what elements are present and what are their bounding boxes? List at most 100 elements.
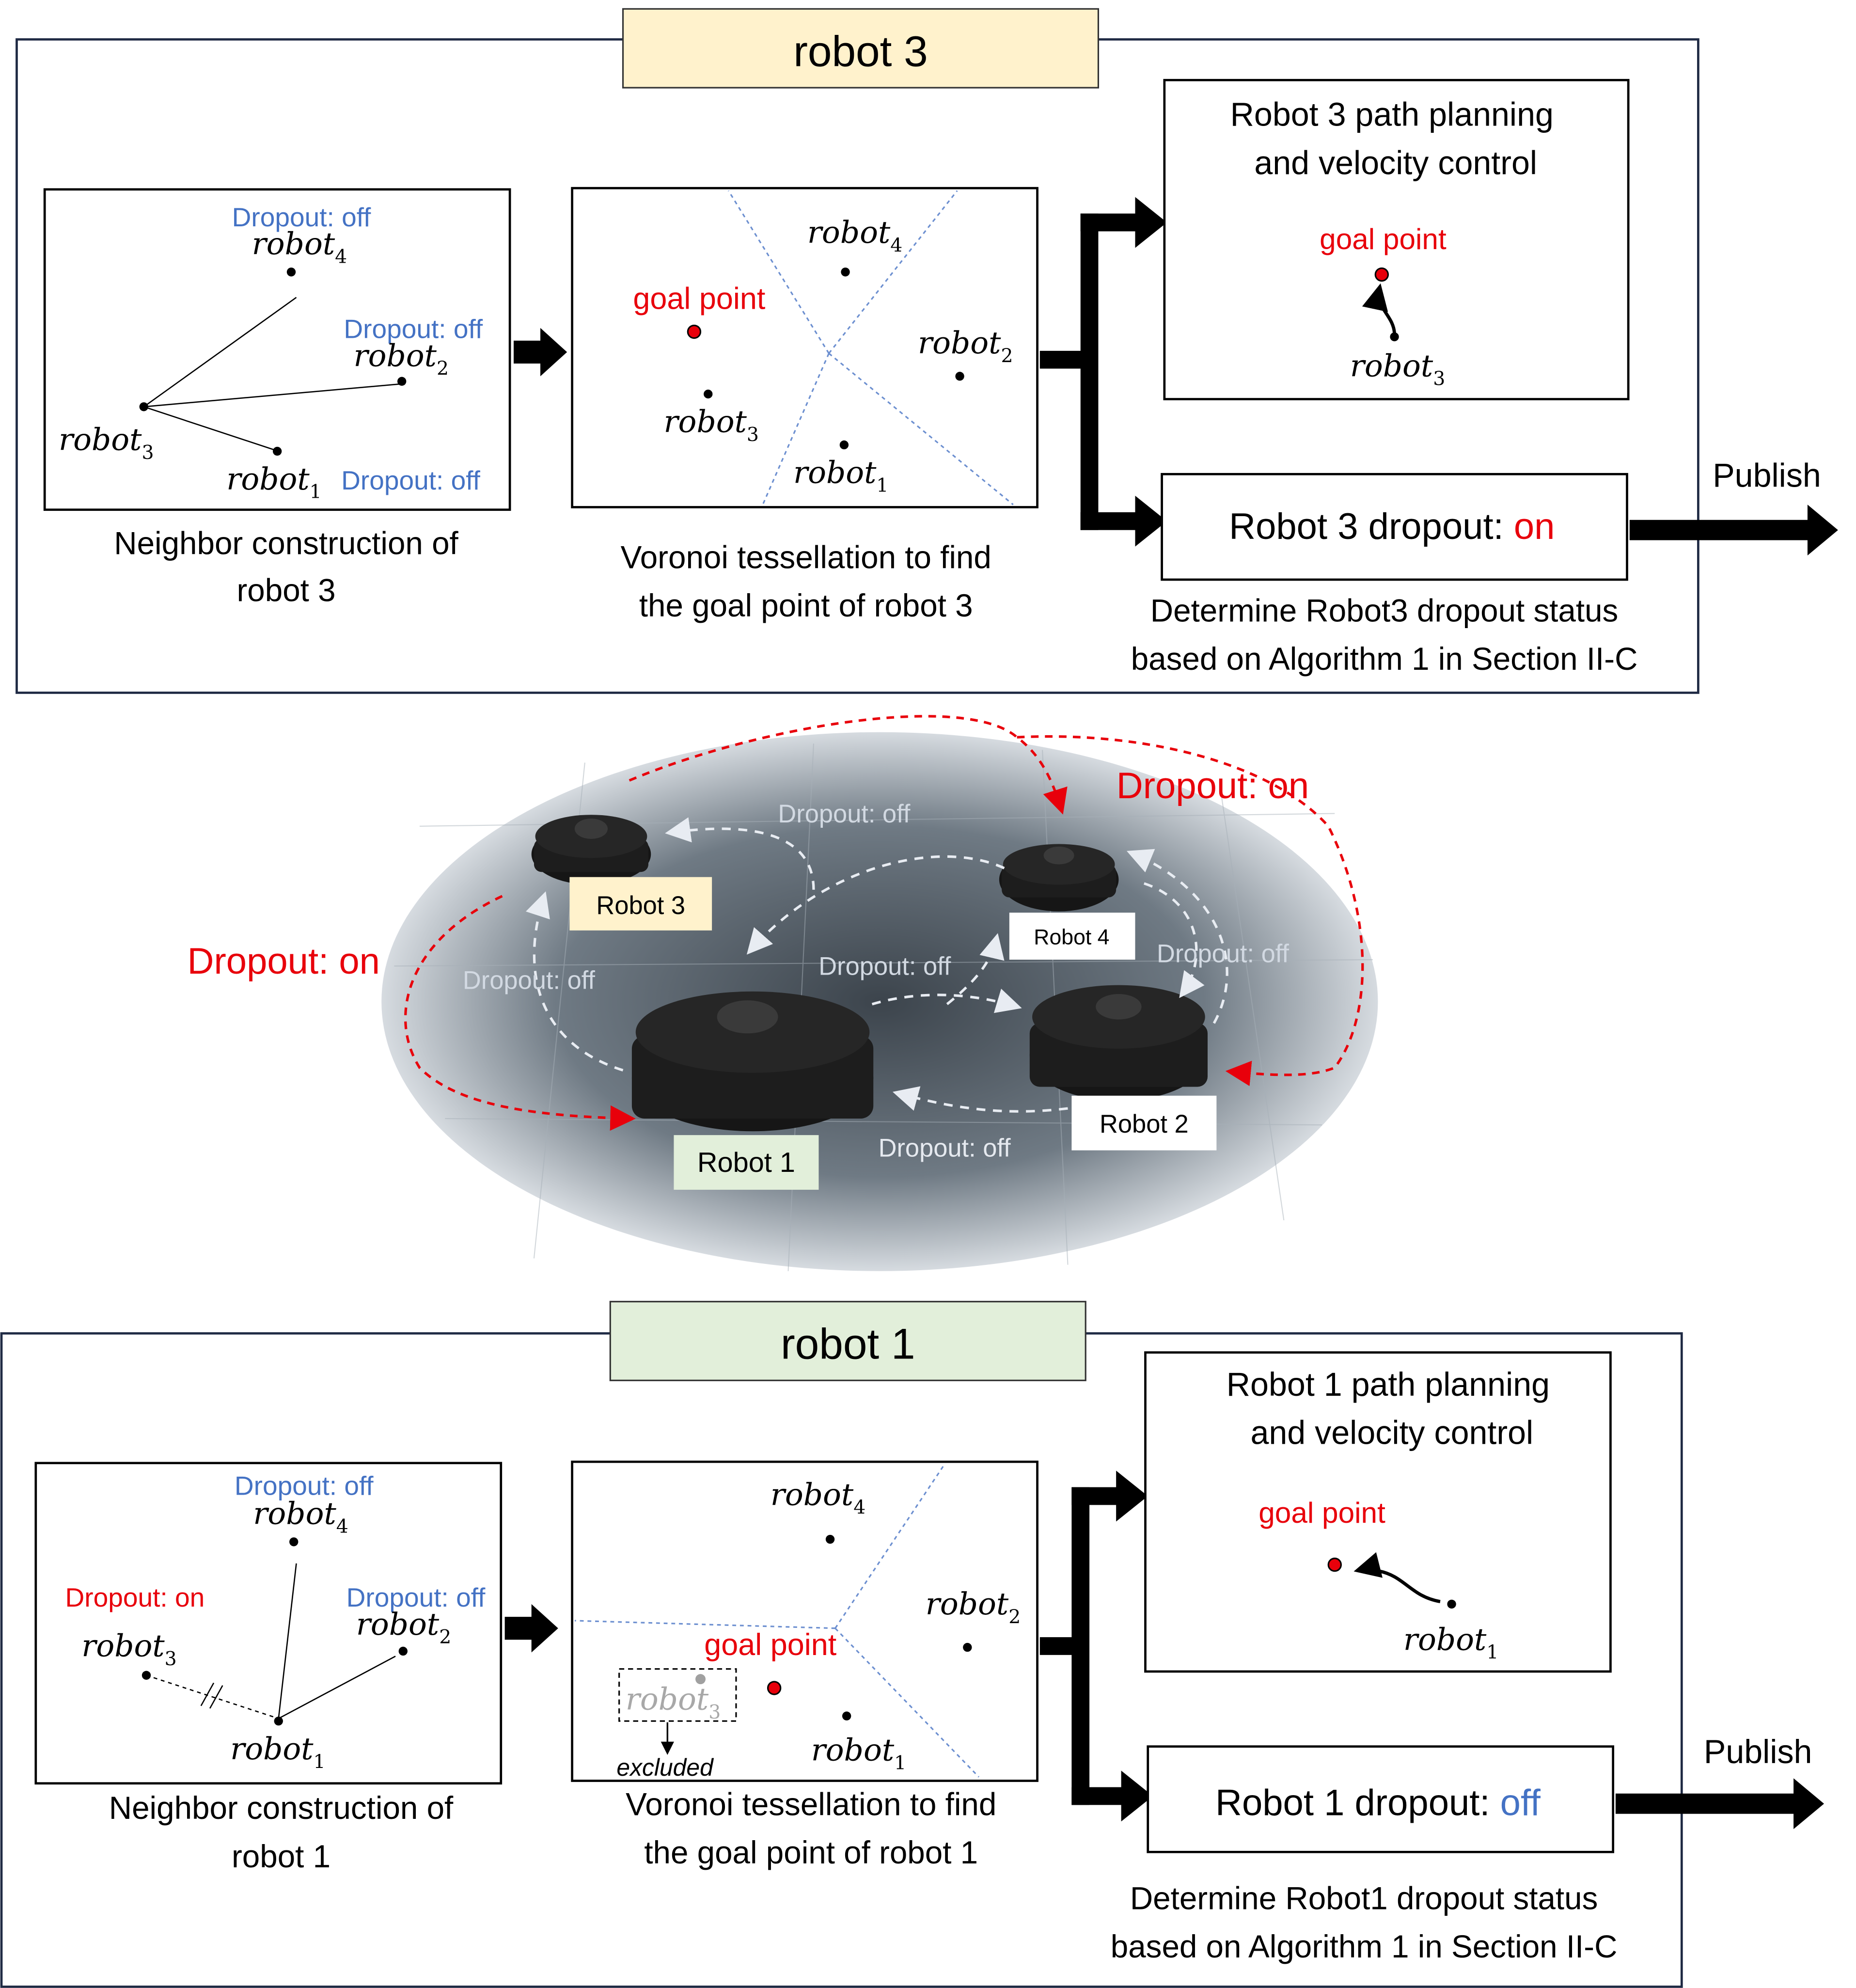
top-v-label-robot3: robot3 <box>663 404 758 446</box>
bottom-flow-arrow-1 <box>504 1604 558 1653</box>
bottom-planning-goal-label: goal point <box>1258 1496 1385 1529</box>
dropout-on-arrows <box>404 715 1364 1131</box>
robot4-model <box>999 844 1119 912</box>
node-robot2 <box>397 377 407 386</box>
top-v-label-robot1: robot1 <box>793 455 888 497</box>
bottom-voronoi-caption-2: the goal point of robot 1 <box>644 1835 978 1870</box>
bottom-n-label-robot2: robot2 <box>356 1607 451 1648</box>
top-planning-path-arrow <box>1362 283 1396 333</box>
top-dropout-box <box>1161 473 1628 581</box>
bottom-panel: robot 1 Dropout: off Dropout: on Dropout… <box>0 1301 1825 1988</box>
bottom-neighbor-box: Dropout: off Dropout: on Dropout: off ro… <box>34 1462 503 1785</box>
bottom-vor-goal-point <box>767 1681 782 1695</box>
top-neighbor-box: Dropout: off Dropout: off Dropout: off r… <box>43 188 511 511</box>
bottom-dropout-caption-2: based on Algorithm 1 in Section II-C <box>1111 1929 1618 1964</box>
b-cut-mark-1 <box>200 1682 215 1706</box>
edge-r3-r4 <box>143 297 297 408</box>
b-node-robot4 <box>289 1537 299 1546</box>
bottom-publish-label: Publish <box>1704 1734 1812 1770</box>
node-robot4 <box>286 268 296 277</box>
vor-node-robot4 <box>841 268 850 277</box>
robot1-label: Robot 1 <box>697 1147 795 1178</box>
node-robot3 <box>139 402 148 411</box>
top-publish-label: Publish <box>1713 458 1821 494</box>
top-neighbor-caption-1: Neighbor construction of <box>114 526 458 561</box>
robot1-model <box>631 991 874 1132</box>
top-v-label-robot2: robot2 <box>918 325 1013 367</box>
bottom-v-label-robot2: robot2 <box>926 1586 1021 1628</box>
b-edge-r1-r3-cut <box>146 1674 279 1720</box>
bottom-planning-title-2: and velocity control <box>1250 1414 1533 1451</box>
bottom-vor-goal-label: goal point <box>704 1628 836 1662</box>
b-cut-mark-2 <box>209 1685 223 1709</box>
top-planning-box: Robot 3 path planning and velocity contr… <box>1163 79 1630 400</box>
robot4-label-box <box>1009 913 1135 960</box>
top-voronoi-box: goal point robot4 robot2 robot3 robot1 <box>571 187 1038 508</box>
top-dropout-caption-1: Determine Robot3 dropout status <box>1150 593 1619 629</box>
edge-r3-r1 <box>143 406 275 451</box>
robot2-label: Robot 2 <box>1100 1110 1189 1138</box>
top-v-label-robot4: robot4 <box>807 215 902 256</box>
bottom-neighbor-caption-1: Neighbor construction of <box>109 1790 454 1826</box>
excluded-robot3-label: robot3 <box>626 1682 721 1723</box>
top-dropout-r4: Dropout: off <box>232 202 371 232</box>
top-planning-title-2: and velocity control <box>1254 144 1537 181</box>
bottom-voronoi-box: goal point robot3 excluded robot4 robot2… <box>571 1460 1038 1782</box>
dropout-on-right-label: Dropout: on <box>1117 765 1309 806</box>
top-n-label-robot2: robot2 <box>354 338 449 379</box>
bottom-dropout-text: Robot 1 dropout: off <box>1215 1782 1541 1823</box>
bottom-voronoi-edges <box>574 1464 980 1778</box>
top-publish-arrow <box>1629 505 1838 556</box>
top-dropout-text: Robot 3 dropout: on <box>1229 506 1555 547</box>
robot1-label-box <box>674 1135 819 1190</box>
bottom-publish-arrow <box>1615 1778 1825 1830</box>
b-vor-node-robot1 <box>842 1711 851 1720</box>
bottom-n-label-robot4: robot4 <box>253 1496 348 1538</box>
top-vor-goal-point <box>687 324 702 339</box>
excluded-robot3-box <box>618 1668 737 1722</box>
top-dropout-caption-2: based on Algorithm 1 in Section II-C <box>1131 641 1638 677</box>
dropout-off-arrows <box>525 817 1228 1113</box>
robot2-label-box <box>1071 1095 1217 1151</box>
robot3-label: Robot 3 <box>596 892 685 920</box>
bottom-neighbor-frame <box>34 1462 503 1785</box>
bottom-dropout-status: off <box>1500 1782 1541 1823</box>
bottom-planning-path-arrow <box>1353 1552 1441 1604</box>
top-voronoi-caption-1: Voronoi tessellation to find <box>621 539 991 575</box>
bottom-planning-box: Robot 1 path planning and velocity contr… <box>1144 1351 1612 1673</box>
top-planning-goal-label: goal point <box>1320 222 1447 255</box>
vor-node-robot3 <box>704 389 713 399</box>
bottom-v-label-robot1: robot1 <box>811 1733 906 1774</box>
top-branch-connector <box>1039 197 1167 547</box>
bottom-planning-title-1: Robot 1 path planning <box>1227 1366 1550 1403</box>
bottom-planning-goal-point <box>1327 1557 1342 1572</box>
dropout-on-left-label: Dropout: on <box>188 941 380 982</box>
top-vor-goal-label: goal point <box>633 282 765 316</box>
top-flow-arrow-1 <box>513 328 567 377</box>
top-title: robot 3 <box>793 27 928 75</box>
robot2-model <box>1029 985 1208 1101</box>
top-neighbor-caption-2: robot 3 <box>236 573 335 608</box>
bottom-dropout-caption-1: Determine Robot1 dropout status <box>1130 1880 1598 1916</box>
bottom-neighbor-caption-2: robot 1 <box>232 1839 330 1874</box>
top-voronoi-edges <box>727 190 1014 505</box>
top-planning-robot3-label: robot3 <box>1350 348 1445 390</box>
top-dropout-r2: Dropout: off <box>344 314 483 344</box>
top-n-label-robot1: robot1 <box>226 461 321 503</box>
off-label-top: Dropout: off <box>778 800 910 828</box>
top-planning-robot3-node <box>1390 332 1399 342</box>
top-dropout-status: on <box>1514 506 1555 547</box>
b-vor-node-robot3-excluded <box>695 1674 706 1685</box>
top-panel: robot 3 Dropout: off Dropout: off Dropou… <box>16 8 1838 694</box>
vor-node-robot2 <box>955 372 964 381</box>
top-voronoi-frame <box>571 187 1038 508</box>
b-node-robot3 <box>142 1671 151 1680</box>
bottom-n-label-robot3: robot3 <box>81 1628 176 1670</box>
b-node-robot1 <box>274 1717 283 1726</box>
robot4-label: Robot 4 <box>1034 926 1109 949</box>
bottom-v-label-robot4: robot4 <box>771 1477 865 1518</box>
off-label-right: Dropout: off <box>1157 940 1289 968</box>
top-planning-title-1: Robot 3 path planning <box>1230 96 1554 133</box>
top-n-label-robot3: robot3 <box>59 422 154 463</box>
